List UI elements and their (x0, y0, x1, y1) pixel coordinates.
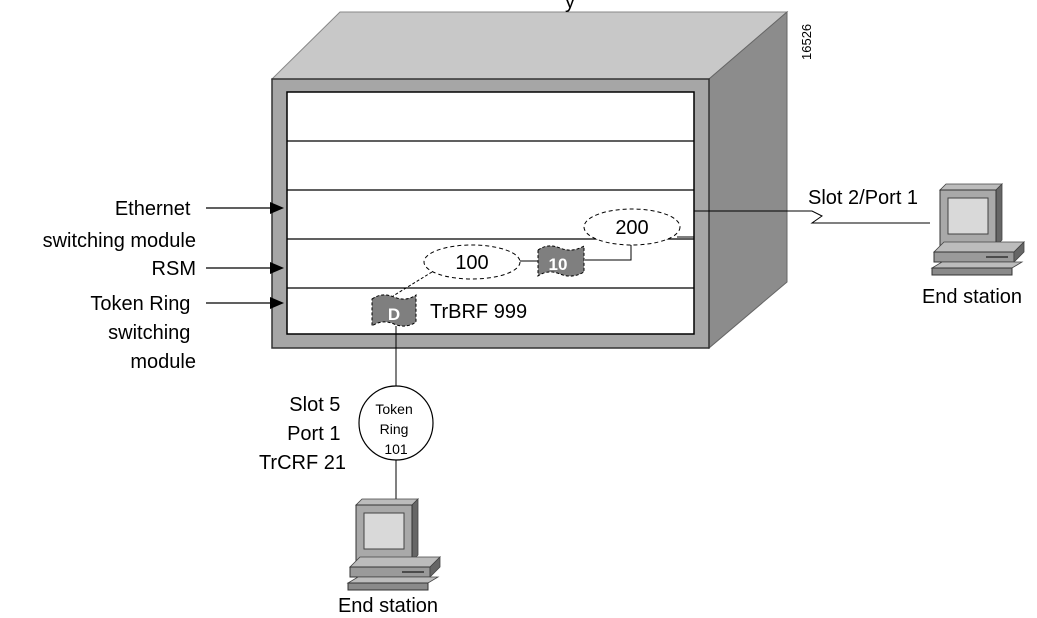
chassis-top-face (270, 11, 789, 80)
rsm-arrow (206, 262, 284, 274)
token-ring-line-2: Ring (380, 421, 409, 437)
ethernet-link: Slot 2/Port 1 (694, 187, 930, 224)
token-ring: Token Ring 101 (358, 385, 434, 461)
token-ring-label-line-2: switching (108, 322, 190, 344)
rsm-module-label: RSM (152, 258, 196, 280)
trbrf-badge-label: D (388, 305, 400, 324)
vlan-200-link (585, 244, 632, 261)
token-ring-label: Token Ring 101 (375, 401, 416, 457)
vlan-200-label: 200 (615, 217, 648, 239)
vlan-200-ellipse (583, 208, 681, 246)
module-labels: Ethernet switching module RSM Token Ring… (43, 198, 284, 373)
vlan-100-to-trbrf-link (392, 271, 433, 297)
trbrf-badge: D (371, 294, 417, 327)
token-ring-arrow (206, 297, 284, 309)
ethernet-module-label: Ethernet switching module (43, 198, 196, 252)
token-ring-port-line-3: TrCRF 21 (259, 452, 346, 474)
trbrf-label: TrBRF 999 (430, 301, 527, 323)
router-badge-label: 10 (549, 255, 568, 274)
vlan-elements: 200 100 10 D TrBRF 999 (371, 208, 694, 327)
token-ring-port-label: Slot 5 Port 1 TrCRF 21 (259, 394, 346, 474)
token-ring-module-label: Token Ring switching module (90, 293, 196, 373)
token-ring-port-line-1: Slot 5 (289, 394, 340, 416)
end-station-bottom-label: End station (338, 595, 438, 617)
ethernet-arrow (206, 202, 284, 214)
computer-icon (346, 498, 441, 591)
router-badge: 10 (537, 245, 585, 277)
token-ring-label-line-3: module (130, 351, 196, 373)
token-ring-port-line-2: Port 1 (287, 423, 340, 445)
ethernet-label-line-2: switching module (43, 230, 196, 252)
computer-icon (930, 183, 1025, 276)
end-station-right-label: End station (922, 286, 1022, 308)
vlan-100-ellipse (423, 244, 521, 280)
ethernet-label-line-1: Ethernet (115, 198, 191, 220)
vlan-100-label: 100 (455, 252, 488, 274)
switch-chassis: y (270, 0, 789, 350)
token-ring-label-line-1: Token Ring (90, 293, 190, 315)
figure-id: 16526 (799, 24, 814, 60)
token-ring-line-3: 101 (384, 441, 408, 457)
ethernet-port-label: Slot 2/Port 1 (808, 187, 918, 209)
chassis-top-partial-label: y (565, 0, 575, 13)
token-ring-line-1: Token (375, 401, 412, 417)
rsm-label-line-1: RSM (152, 258, 196, 280)
